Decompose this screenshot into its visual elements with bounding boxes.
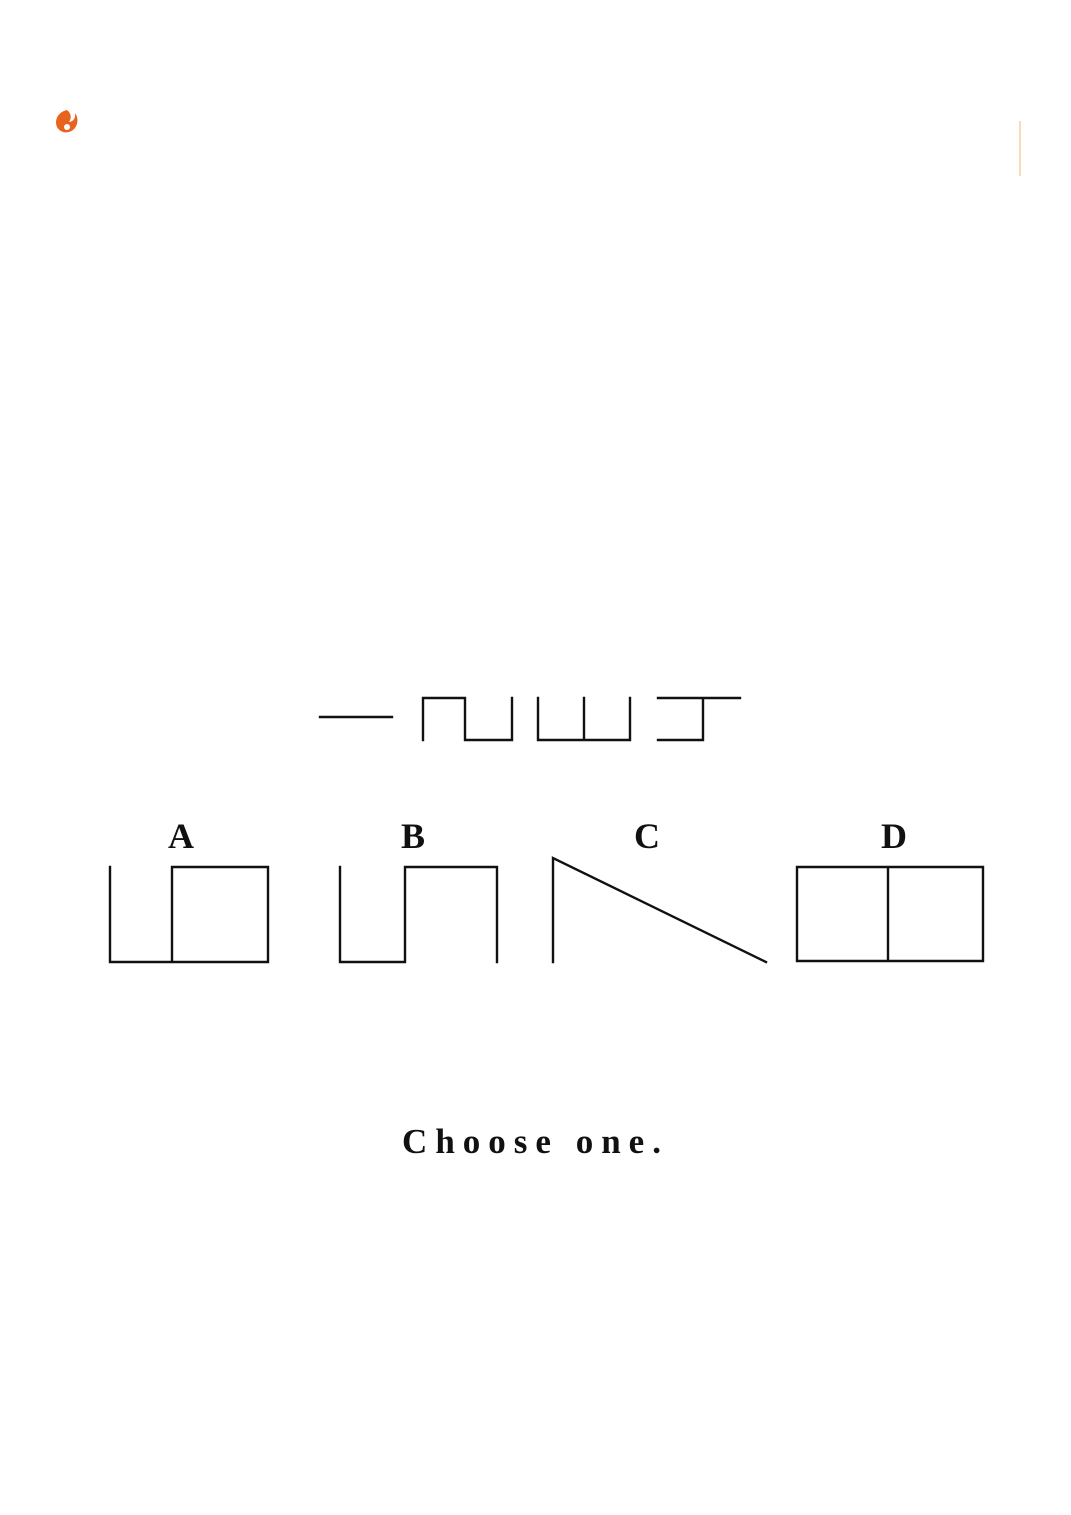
option-b-figure[interactable] xyxy=(338,865,499,964)
sequence-figure-2 xyxy=(421,696,514,742)
option-d-figure[interactable] xyxy=(795,865,985,963)
sequence-figure-3 xyxy=(536,696,632,742)
option-label-d: D xyxy=(881,816,907,856)
option-label-a: A xyxy=(168,816,194,856)
option-label-c: C xyxy=(634,816,660,856)
sequence-figure-4 xyxy=(656,696,742,742)
option-label-b: B xyxy=(400,816,426,856)
option-a-figure[interactable] xyxy=(108,865,270,964)
option-c-figure[interactable] xyxy=(551,856,768,964)
sequence-figures xyxy=(318,696,742,742)
header-bar xyxy=(56,110,1021,176)
flame-logo-icon xyxy=(56,110,78,133)
instruction-text: Choose one. xyxy=(402,1122,669,1161)
option-figures xyxy=(108,856,985,964)
